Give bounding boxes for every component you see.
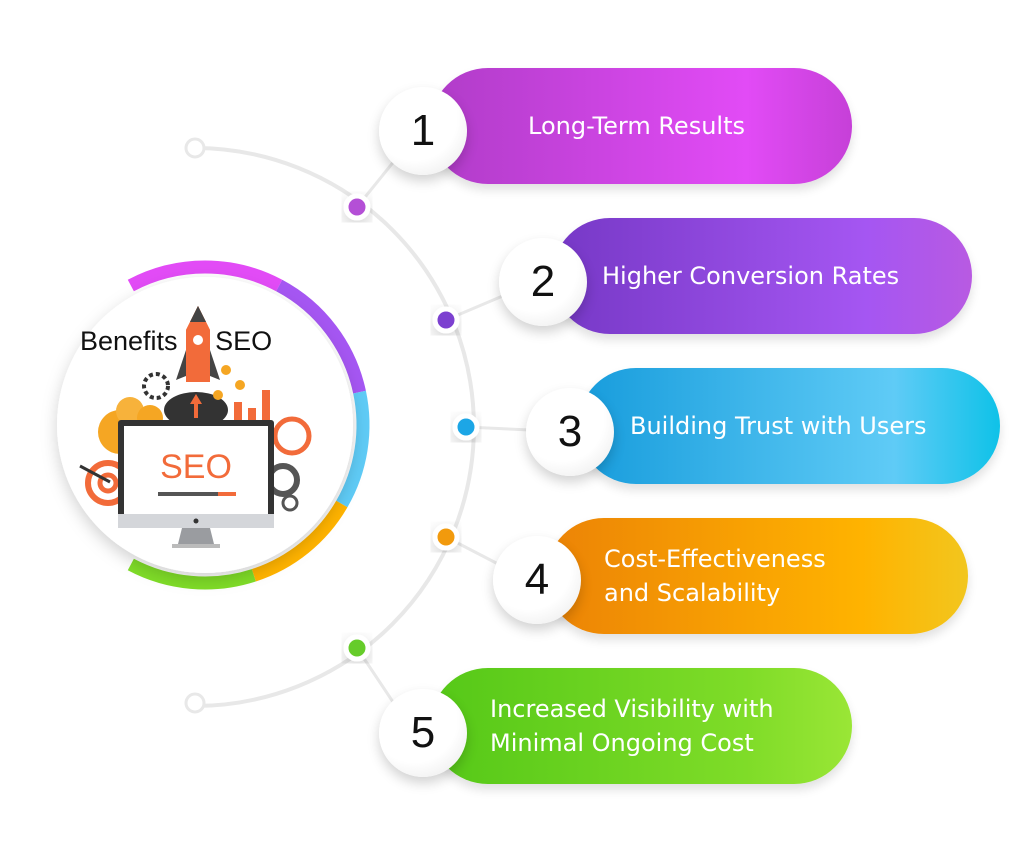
benefit-label: Building Trust with Users: [630, 409, 927, 443]
colored-ring: [127, 260, 370, 590]
arc-end-dot: [184, 137, 206, 159]
benefit-pill-3: Building Trust with Users: [578, 368, 1000, 484]
benefit-label-line: Building Trust with Users: [630, 412, 927, 440]
magnifier-icon: [272, 416, 312, 456]
benefit-pill-2: Higher Conversion Rates: [552, 218, 972, 334]
timeline-dot: [452, 413, 480, 441]
ring-segment: [251, 500, 348, 582]
benefit-pill-4: Cost-Effectiveness and Scalability: [546, 518, 968, 634]
infographic-title: Benefits of SEO: [80, 326, 273, 356]
question-gear-icon: [142, 372, 170, 400]
timeline-dot: [343, 193, 371, 221]
arc-end-dot: [184, 692, 206, 714]
benefit-label-line: Long-Term Results: [528, 112, 745, 140]
benefit-label: Higher Conversion Rates: [602, 259, 899, 293]
step-number-badge: 4: [493, 536, 581, 624]
ring-segment: [336, 390, 370, 508]
ring-segment: [127, 558, 256, 590]
benefit-label-line: and Scalability: [604, 579, 781, 607]
connector-lines: [355, 159, 531, 706]
step-number-badge: 3: [526, 388, 614, 476]
timeline-dot: [343, 634, 371, 662]
step-number-badge: 1: [379, 87, 467, 175]
benefit-label: Cost-Effectiveness and Scalability: [604, 542, 826, 610]
timeline-dot: [432, 523, 460, 551]
step-number-badge: 2: [499, 238, 587, 326]
benefit-label: Long-Term Results: [528, 109, 745, 143]
benefit-label-line: Increased Visibility with: [490, 695, 774, 723]
benefit-pill-1: Long-Term Results: [430, 68, 852, 184]
timeline-dot: [432, 306, 460, 334]
monitor-seo-text: SEO: [160, 448, 232, 486]
ring-segment: [127, 260, 283, 292]
benefit-label-line: Higher Conversion Rates: [602, 262, 900, 290]
benefit-label-line: Minimal Ongoing Cost: [490, 729, 754, 757]
ring-segment: [276, 279, 366, 394]
step-number-badge: 5: [379, 689, 467, 777]
bar-chart-icon: [234, 390, 270, 422]
benefit-label-line: Cost-Effectiveness: [604, 545, 826, 573]
